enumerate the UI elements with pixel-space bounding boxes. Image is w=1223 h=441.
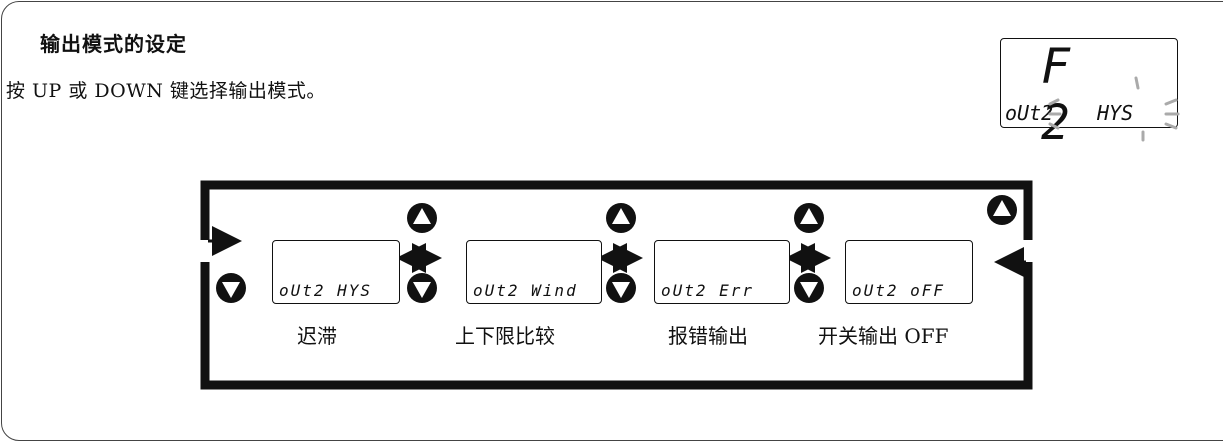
mode-display-text: oUt2 oFF: [852, 281, 946, 300]
mode-cycle-diagram: [200, 76, 1180, 390]
mode-display-off: oUt2 oFF: [845, 240, 973, 304]
mode-label-off: 开关输出 OFF: [818, 324, 949, 348]
up-button-icon[interactable]: [606, 203, 636, 233]
mode-label-wind: 上下限比较: [455, 324, 555, 348]
up-button-icon[interactable]: [987, 195, 1017, 225]
section-title: 输出模式的设定: [40, 32, 187, 56]
mode-label-hys: 迟滞: [297, 324, 337, 348]
main-display: F 2 oUt2 HYS: [1000, 38, 1178, 151]
loop-top: [200, 180, 1033, 240]
mode-display-text: oUt2 Wind: [473, 281, 578, 300]
up-button-icon[interactable]: [794, 203, 824, 233]
mode-display-err: oUt2 Err: [654, 240, 790, 304]
mode-label-err: 报错输出: [668, 324, 748, 348]
down-button-icon[interactable]: [606, 273, 636, 303]
mode-display-text: oUt2 HYS: [279, 281, 373, 300]
display-bottom-right: HYS: [1097, 101, 1134, 125]
down-button-icon[interactable]: [794, 273, 824, 303]
display-top-text: F 2: [1041, 39, 1090, 151]
mode-display-text: oUt2 Err: [661, 281, 755, 300]
up-button-icon[interactable]: [407, 203, 437, 233]
display-bottom-left: oUt2: [1005, 101, 1054, 125]
mode-display-hys: oUt2 HYS: [272, 240, 400, 304]
loop-bottom: [200, 262, 1033, 390]
instruction-text: 按 UP 或 DOWN 键选择输出模式。: [6, 80, 326, 102]
mode-display-wind: oUt2 Wind: [466, 240, 602, 304]
down-button-icon[interactable]: [407, 273, 437, 303]
blink-marks: [1048, 76, 1180, 142]
down-button-icon[interactable]: [216, 273, 246, 303]
